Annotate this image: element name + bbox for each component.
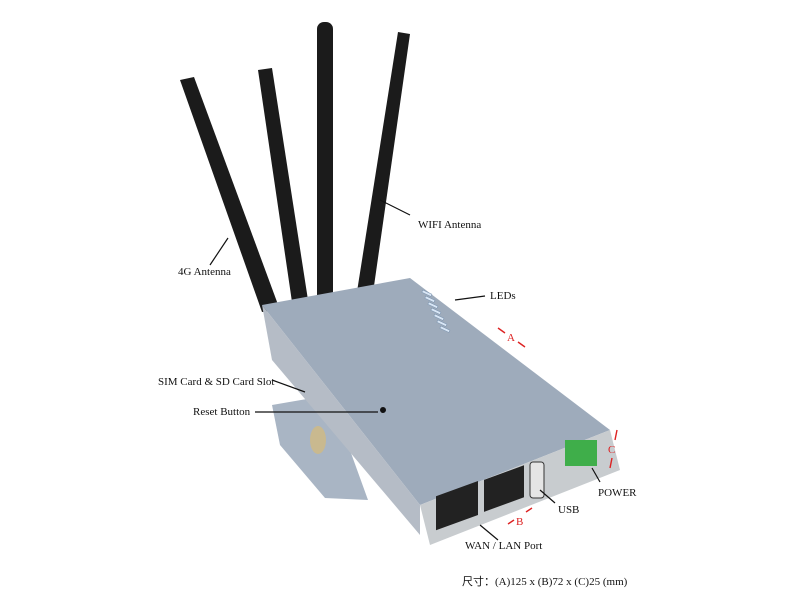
dimensions-caption: 尺寸：(A)125 x (B)72 x (C)25 (mm) [462,576,628,588]
led-strip [421,289,451,333]
callout-4g-antenna: 4G Antenna [178,266,231,278]
usb-port [529,461,545,499]
antenna-wifi-center [317,22,333,302]
rj45-port-2 [484,465,524,512]
callout-wan-lan-port: WAN / LAN Port [465,540,543,552]
dimension-b: B [516,516,524,528]
antenna-wifi-right [356,32,410,300]
reset-hole [380,407,386,413]
antenna-group [180,22,410,312]
callout-power: POWER [598,487,637,499]
dimension-c: C [608,444,616,456]
callout-wifi-antenna: WIFI Antenna [418,219,482,231]
device-left-side [262,305,420,535]
callout-reset-button: Reset Button [193,406,251,418]
callout-leds: LEDs [490,290,516,302]
callout-lines [209,199,601,541]
callout-usb: USB [558,504,580,516]
dimension-ticks [497,327,618,525]
device-top [262,278,610,505]
dimension-a: A [507,332,515,344]
power-connector [565,440,597,466]
antenna-4g-right [258,68,308,302]
antenna-4g-left [180,77,280,312]
rj45-port-1 [436,481,478,531]
callout-sim-sd-slot: SIM Card & SD Card Slot [158,376,275,388]
